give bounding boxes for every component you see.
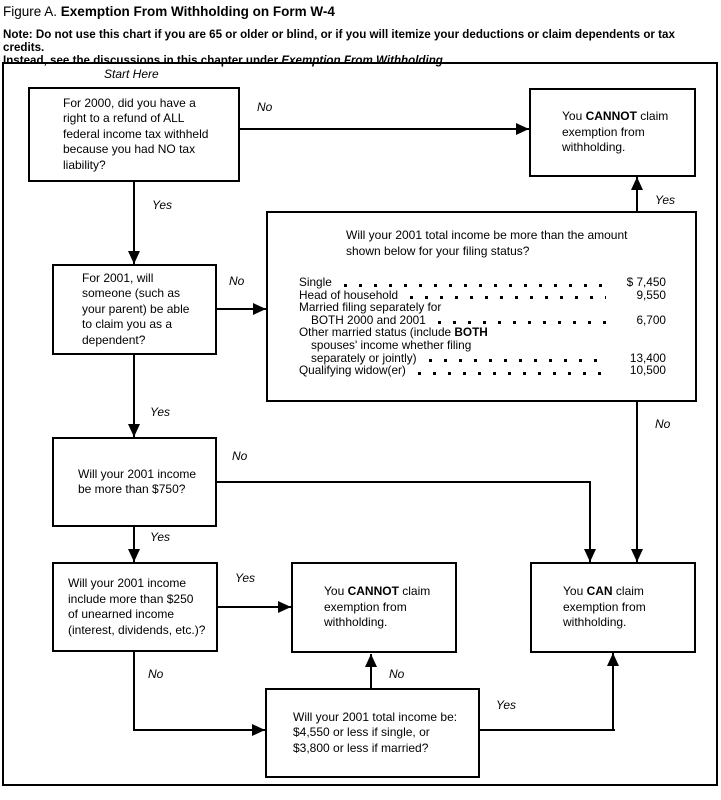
dot-leader [428, 359, 606, 363]
connector-income750-no-line-v [589, 481, 591, 562]
connector-unearned-no-line-h [133, 729, 265, 731]
connector-dependent-yes-line [133, 355, 135, 437]
table-row: separately or jointly)13,400 [311, 350, 666, 365]
arrowhead-icon [128, 549, 140, 562]
table-question: Will your 2001 total income be more than… [346, 228, 628, 258]
box-q-total-income-limits: Will your 2001 total income be: $4,550 o… [265, 688, 480, 778]
box-q-income-750: Will your 2001 income be more than $750? [52, 437, 217, 527]
arrowhead-icon [516, 123, 529, 135]
edge-label-yes: Yes [496, 698, 517, 712]
arrowhead-icon [631, 177, 643, 190]
connector-dependent-no-line [217, 308, 266, 310]
flowchart-frame [2, 62, 718, 786]
page-title: Figure A. Exemption From Withholding on … [3, 4, 335, 19]
arrowhead-icon [607, 653, 619, 666]
edge-label-no: No [148, 667, 164, 681]
box-q-refund-2000: For 2000, did you have a right to a refu… [28, 87, 240, 182]
table-row: Other married status (include BOTH [299, 325, 488, 340]
arrowhead-icon [631, 549, 643, 562]
connector-unearned-no-line-v [133, 652, 135, 731]
arrowhead-icon [128, 424, 140, 437]
edge-label-yes: Yes [655, 193, 676, 207]
note-line1: Note: Do not use this chart if you are 6… [3, 28, 675, 54]
connector-total-yes-line-v [612, 653, 614, 731]
connector-total-yes-line-h [480, 729, 615, 731]
edge-label-no: No [389, 667, 405, 681]
figure-title-bold: Exemption From Withholding on Form W-4 [60, 4, 335, 19]
arrowhead-icon [365, 654, 377, 667]
table-row: Qualifying widow(er)10,500 [299, 363, 666, 378]
edge-label-yes: Yes [150, 530, 171, 544]
dot-leader [343, 283, 606, 287]
table-row: spouses' income whether filing [311, 337, 472, 352]
box-q-dependent-2001-text: For 2001, will someone (such as your par… [82, 270, 190, 347]
connector-refund-yes-line [133, 182, 135, 264]
box-q-unearned-250: Will your 2001 income include more than … [52, 562, 218, 652]
dot-leader [417, 371, 606, 375]
box-q-income-750-text: Will your 2001 income be more than $750? [78, 466, 197, 497]
dot-leader [437, 321, 606, 325]
box-can-claim-text: You CAN claim exemption from withholding… [563, 584, 646, 630]
dot-leader [410, 296, 606, 300]
box-cannot-claim-mid: You CANNOT claim exemption from withhold… [291, 562, 457, 653]
edge-label-yes: Yes [152, 198, 173, 212]
arrowhead-icon [278, 601, 291, 613]
box-q-dependent-2001: For 2001, will someone (such as your par… [52, 264, 217, 355]
box-q-total-income-limits-text: Will your 2001 total income be: $4,550 o… [293, 709, 458, 755]
connector-income750-yes-line [133, 527, 135, 562]
box-cannot-claim-top-text: You CANNOT claim exemption from withhold… [562, 109, 669, 155]
box-q-unearned-250-text: Will your 2001 income include more than … [68, 576, 206, 637]
table-row: Single$ 7,450 [299, 275, 666, 289]
arrowhead-icon [128, 251, 140, 264]
connector-income750-no-line-h [217, 481, 591, 483]
edge-label-yes: Yes [235, 571, 256, 585]
figure-prefix: Figure A. [3, 4, 58, 19]
connector-refund-no-line [240, 128, 529, 130]
connector-table-no-line [636, 402, 638, 562]
table-row: Married filing separately for [299, 300, 442, 315]
edge-label-yes: Yes [150, 405, 171, 419]
connector-unearned-yes-line [218, 606, 291, 608]
box-cannot-claim-top: You CANNOT claim exemption from withhold… [529, 88, 696, 177]
edge-label-no: No [655, 417, 671, 431]
arrowhead-icon [253, 303, 266, 315]
connector-total-no-line [370, 654, 372, 688]
arrowhead-icon [252, 724, 265, 736]
box-q-refund-2000-text: For 2000, did you have a right to a refu… [63, 95, 209, 172]
edge-label-no: No [229, 274, 245, 288]
edge-label-no: No [257, 100, 273, 114]
arrowhead-icon [584, 549, 596, 562]
box-can-claim: You CAN claim exemption from withholding… [530, 562, 696, 653]
start-here-label: Start Here [104, 67, 159, 81]
box-income-threshold-table: Will your 2001 total income be more than… [266, 211, 697, 402]
connector-table-yes-line [636, 177, 638, 211]
box-cannot-claim-mid-text: You CANNOT claim exemption from withhold… [324, 584, 431, 630]
edge-label-no: No [232, 449, 248, 463]
